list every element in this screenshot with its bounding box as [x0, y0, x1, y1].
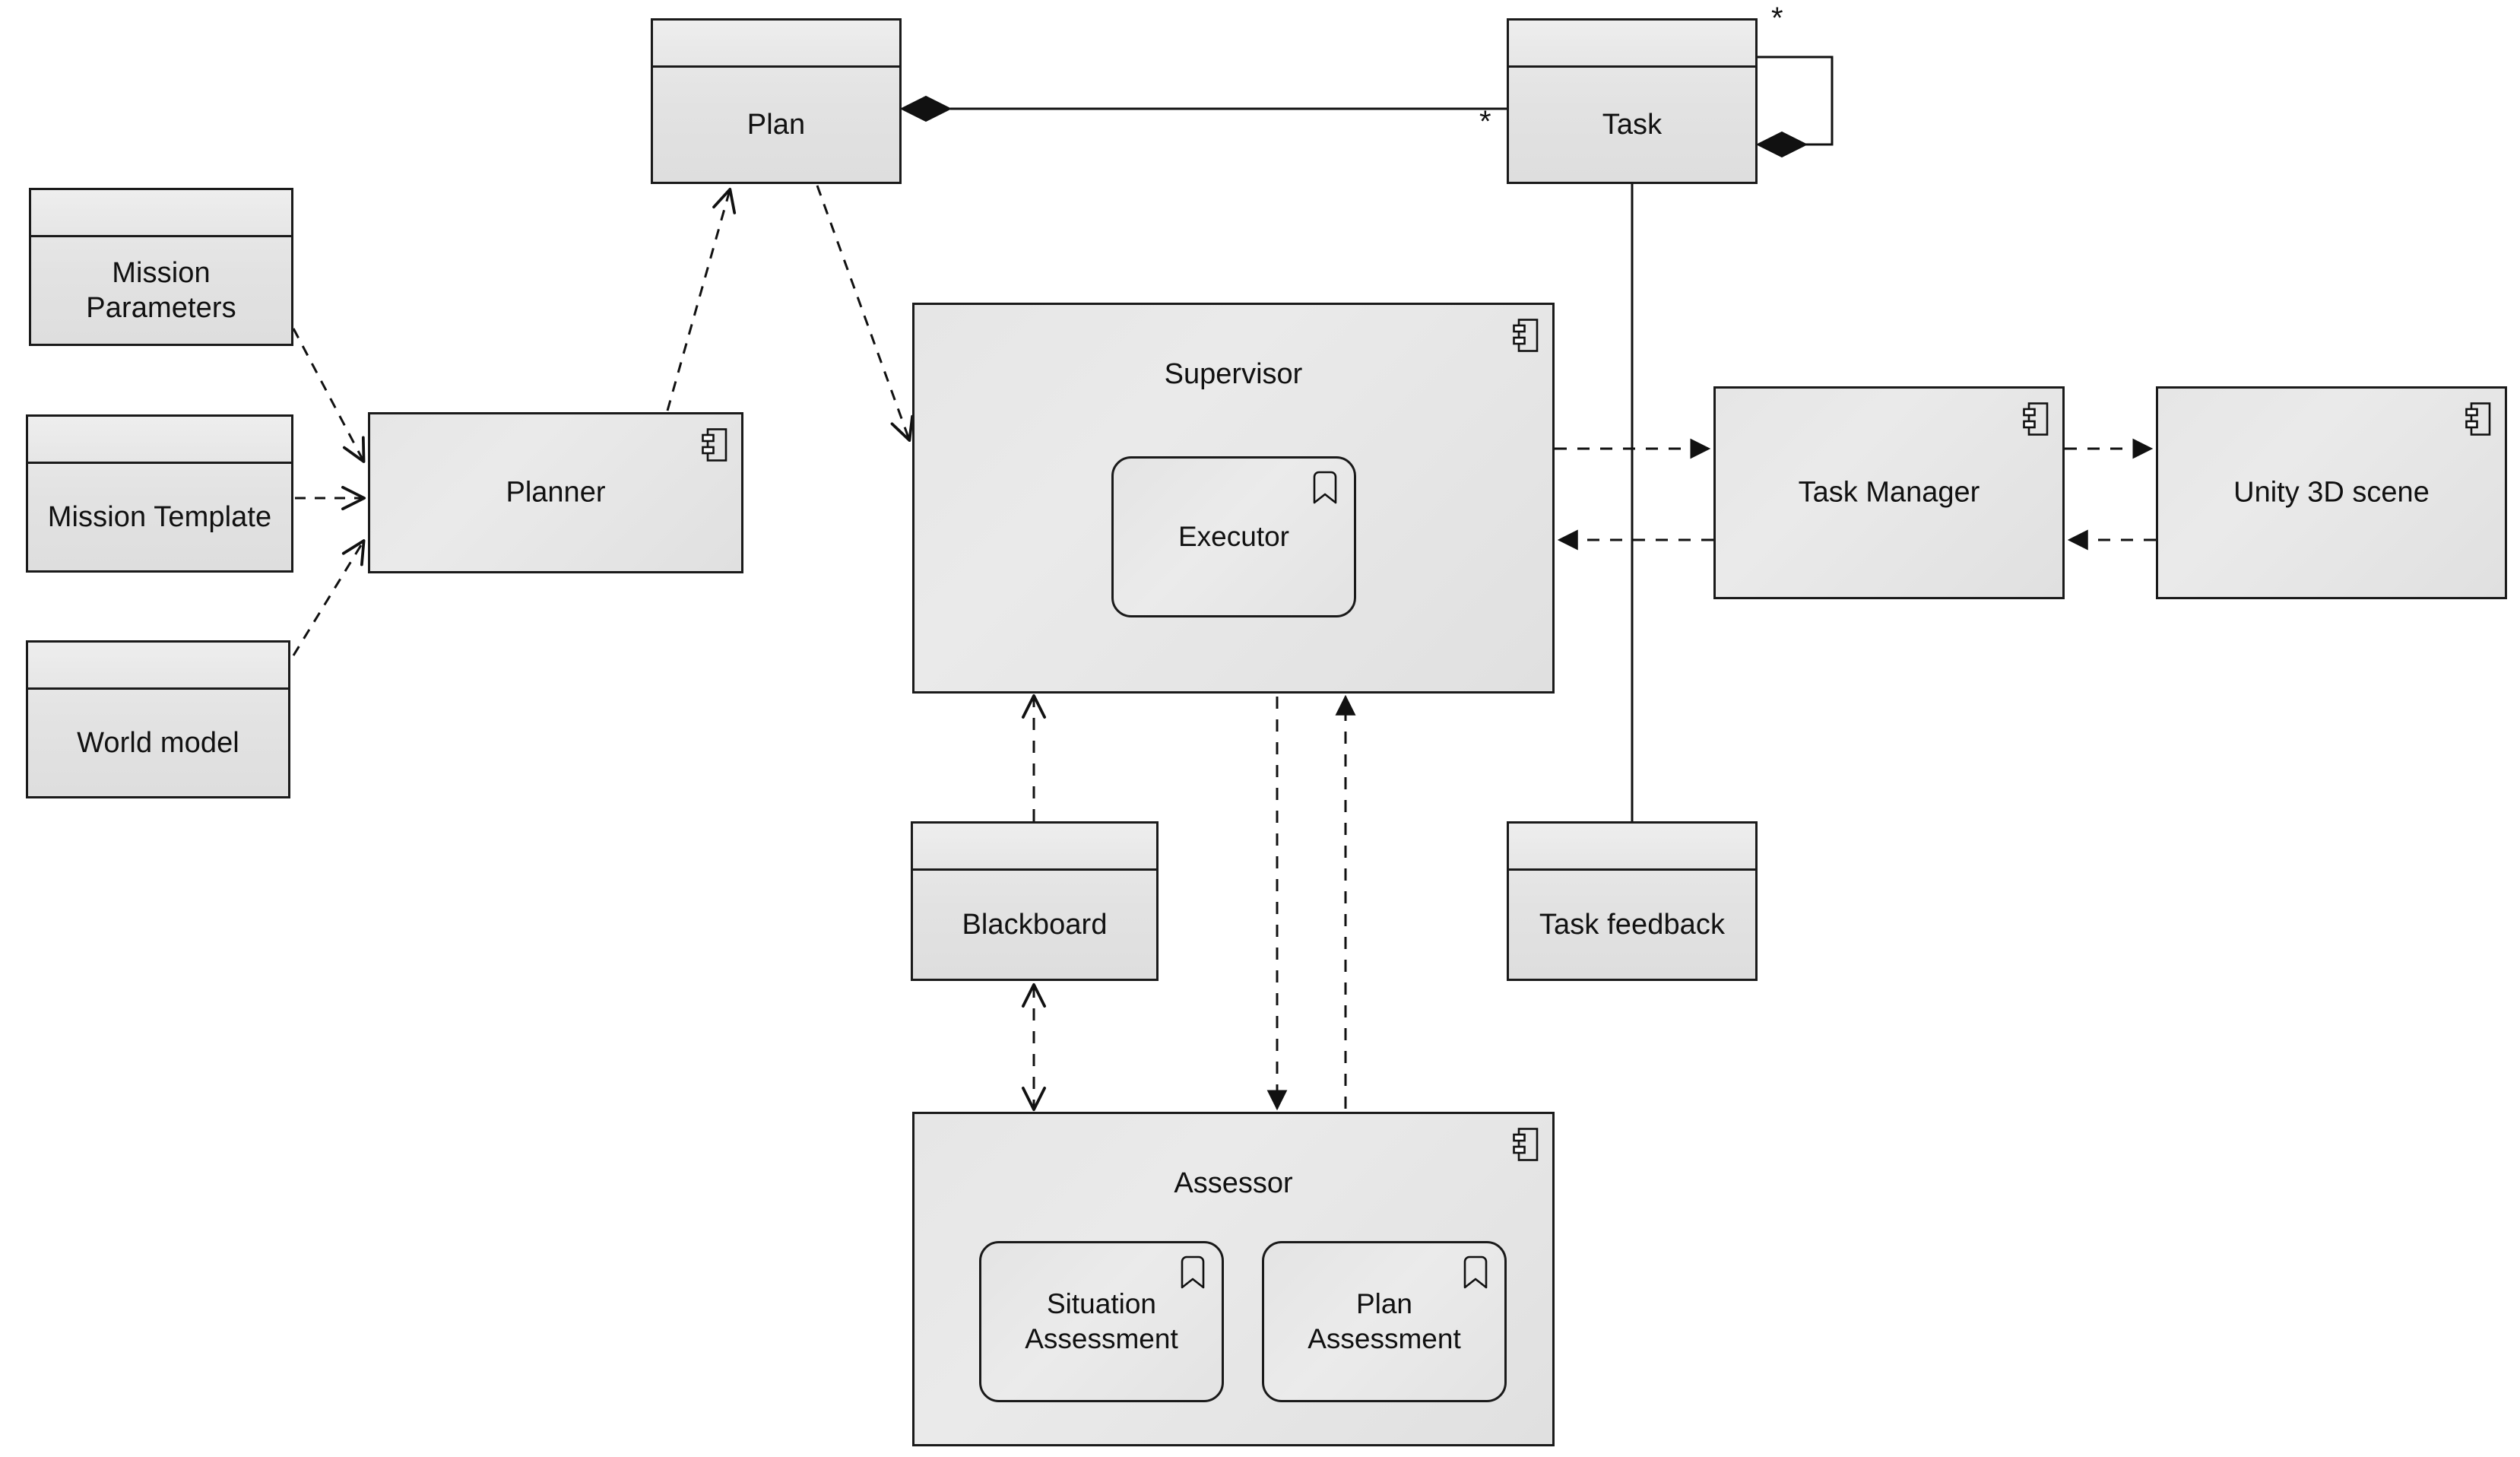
inner-element-label-plan-assessment: Plan Assessment: [1308, 1288, 1461, 1354]
component-icon: [1513, 319, 1539, 352]
bookmark-icon: [1463, 1255, 1488, 1289]
class-body: Task feedback: [1509, 871, 1755, 979]
class-node-blackboard[interactable]: Blackboard: [911, 821, 1159, 981]
class-label-world-model: World model: [77, 726, 239, 759]
inner-element-label-executor: Executor: [1178, 521, 1289, 553]
class-node-plan[interactable]: Plan: [651, 18, 902, 184]
component-icon: [2023, 402, 2049, 436]
multiplicity-task-self-loop: *: [1771, 2, 1783, 35]
class-node-task-feedback[interactable]: Task feedback: [1507, 821, 1758, 981]
class-node-mission-template[interactable]: Mission Template: [26, 414, 293, 573]
edge-plan-composes-task: [899, 95, 1507, 122]
bookmark-icon: [1313, 471, 1337, 504]
component-task-manager[interactable]: Task Manager: [1713, 386, 2065, 599]
component-planner[interactable]: Planner: [368, 412, 743, 573]
bookmark-icon: [1181, 1255, 1205, 1289]
inner-element-label-situation-assessment: Situation Assessment: [1025, 1288, 1178, 1354]
component-label-task-manager: Task Manager: [1798, 476, 1980, 509]
class-header-band: [28, 643, 288, 690]
component-label-unity-3d-scene: Unity 3D scene: [2233, 476, 2430, 509]
class-header-band: [913, 824, 1156, 871]
class-header-band: [1509, 824, 1755, 871]
class-node-world-model[interactable]: World model: [26, 640, 290, 798]
component-unity-3d-scene[interactable]: Unity 3D scene: [2156, 386, 2507, 599]
class-label-blackboard: Blackboard: [962, 908, 1108, 941]
class-label-mission-parameters: Mission Parameters: [86, 256, 236, 324]
class-label-plan: Plan: [746, 108, 806, 141]
inner-element-plan-assessment[interactable]: Plan Assessment: [1262, 1241, 1507, 1402]
class-body: World model: [28, 690, 288, 796]
edge-task-self-composition: [1755, 56, 1834, 158]
component-icon: [2465, 402, 2491, 436]
class-body: Mission Parameters: [31, 237, 291, 344]
class-node-task[interactable]: Task: [1507, 18, 1758, 184]
inner-element-executor[interactable]: Executor: [1111, 456, 1356, 617]
component-icon: [702, 428, 727, 462]
class-label-task: Task: [1602, 108, 1663, 141]
edge-world-model-planner: [292, 539, 366, 656]
class-body: Mission Template: [28, 464, 291, 570]
class-header-band: [653, 21, 899, 68]
component-label-assessor: Assessor: [1174, 1167, 1293, 1199]
edge-planner-plan: [666, 187, 737, 411]
component-icon: [1513, 1128, 1539, 1161]
class-node-mission-parameters[interactable]: Mission Parameters: [29, 188, 293, 346]
class-label-mission-template: Mission Template: [47, 500, 272, 533]
multiplicity-task-association: *: [1479, 105, 1491, 138]
class-header-band: [31, 190, 291, 237]
class-label-task-feedback: Task feedback: [1539, 908, 1726, 941]
component-label-supervisor: Supervisor: [1164, 358, 1303, 390]
component-label-planner: Planner: [506, 476, 606, 509]
class-header-band: [1509, 21, 1755, 68]
edge-mission-parameters-planner: [292, 328, 366, 463]
class-header-band: [28, 417, 291, 464]
edge-plan-supervisor: [816, 185, 914, 442]
class-body: Blackboard: [913, 871, 1156, 979]
inner-element-situation-assessment[interactable]: Situation Assessment: [979, 1241, 1224, 1402]
class-body: Task: [1509, 68, 1755, 182]
class-body: Plan: [653, 68, 899, 182]
